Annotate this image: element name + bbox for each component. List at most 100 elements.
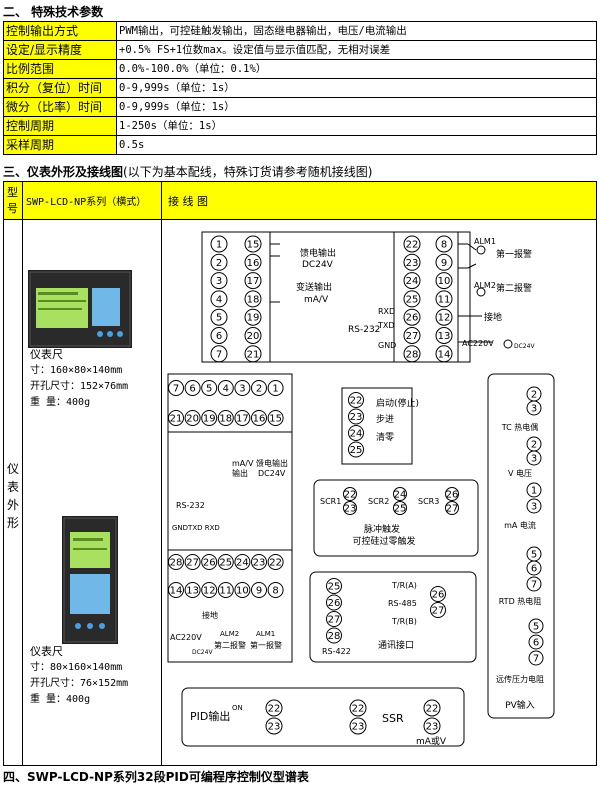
vertical-ground-label: 接地 (202, 610, 218, 620)
pulse-zero-label: 可控硅过零触发 (352, 535, 415, 547)
terminal-number: 7 (216, 349, 222, 360)
vertical-mav-label: mA/V (232, 459, 254, 468)
terminal-circle (234, 380, 251, 396)
alm2-label: ALM2 (474, 281, 496, 290)
terminal-circle (526, 560, 542, 576)
ssr-label: SSR (382, 712, 404, 725)
start-label: 启动(停止) (376, 397, 419, 409)
terminal-number: 6 (189, 384, 195, 395)
terminal-number: 24 (350, 429, 363, 440)
terminal-circle (184, 554, 201, 570)
terminal-number: 24 (406, 276, 419, 287)
terminal-circle (403, 253, 421, 271)
vertical-dc24-label: DC24V (192, 649, 213, 656)
terminal-number: 15 (247, 240, 260, 251)
terminal-circle (526, 498, 542, 514)
terminal-number: 22 (426, 704, 439, 715)
terminal-number: 22 (350, 396, 363, 407)
dim-label: 仪表尺 (30, 348, 63, 361)
alm2-text: 第二报警 (496, 282, 532, 294)
terminal-circle (348, 408, 364, 425)
wiring-label-group: 1234567151617181920212223242526272889101… (168, 235, 544, 747)
terminal-number: 1 (272, 384, 278, 395)
vertical-rear-outline (167, 373, 293, 663)
terminal-number: 7 (531, 580, 537, 591)
terminal-number: 8 (441, 240, 447, 251)
terminal-circle (528, 618, 544, 634)
header-series: SWP-LCD-NP系列（横式） (26, 197, 147, 208)
terminal-number: 2 (531, 440, 537, 451)
terminal-number: 3 (531, 502, 537, 513)
terminal-circle (244, 345, 262, 363)
side-label-char: 表 (7, 480, 20, 494)
terminal-circle (526, 450, 542, 466)
terminal-number: 5 (533, 622, 539, 633)
terminal-circle (244, 327, 262, 344)
terminal-circle (423, 717, 441, 735)
terminal-number: 4 (216, 294, 222, 305)
terminal-circle (348, 425, 364, 441)
terminal-circle (326, 627, 342, 644)
wiring-diagram: 1234567151617181920212223242526272889101… (167, 231, 555, 747)
terminal-number: 28 (406, 349, 419, 360)
device-vertical-image (62, 516, 118, 644)
terminal-circle (326, 578, 342, 594)
terminal-number: 21 (170, 414, 183, 425)
terminal-number: 15 (269, 414, 282, 425)
section-3-heading: 三、仪表外形及接线图 (3, 165, 124, 179)
terminal-circle (267, 582, 284, 598)
terminal-number: 22 (344, 490, 357, 501)
terminal-number: 23 (352, 722, 365, 733)
terminal-circle (251, 582, 267, 598)
terminal-circle (168, 410, 184, 426)
rs422-label: RS-422 (322, 647, 351, 656)
terminal-number: 6 (533, 638, 539, 649)
terminal-number: 17 (236, 414, 249, 425)
spec-value: 0-9,999s（单位：1s） (116, 78, 597, 98)
terminal-number: 23 (350, 412, 363, 423)
vertical-alm1-label: ALM1 (256, 630, 275, 638)
spec-value: +0.5% FS+1位数max。设定值与显示值匹配，无相对误差 (116, 40, 597, 60)
terminal-number: 27 (446, 504, 459, 515)
terminal-circle (526, 482, 542, 498)
terminal-circle (201, 582, 218, 598)
spec-key: 微分（比率）时间 (3, 97, 117, 117)
terminal-number: 25 (328, 582, 341, 593)
terminal-circle (251, 380, 267, 396)
txd-label: TXD (377, 321, 395, 330)
dim-size: 寸：160×80×140mm (30, 365, 123, 376)
terminal-circle (435, 327, 453, 344)
spec-value: 0.0%-100.0%（单位：0.1%） (116, 59, 597, 79)
pulse-label: 脉冲触发 (364, 523, 400, 535)
feed-output-label: 馈电输出 (300, 247, 336, 259)
terminal-circle (210, 235, 228, 253)
terminal-circle (234, 554, 251, 570)
ma-or-v-label: mA或V (416, 735, 447, 747)
terminal-circle (210, 272, 228, 290)
terminal-circle (435, 272, 453, 290)
terminal-circle (343, 501, 357, 515)
vertical-feed-label: 馈电输出 (256, 458, 288, 468)
terminal-number: 4 (223, 384, 229, 395)
terminal-circle (168, 380, 184, 396)
terminal-number: 6 (531, 564, 537, 575)
terminal-circle (349, 699, 367, 717)
section-3-note: (以下为基本配线，特殊订货请参考随机接线图) (123, 165, 373, 179)
terminal-number: 14 (170, 586, 183, 597)
ac220v-label: AC220V (462, 339, 494, 348)
side-label-char: 形 (7, 516, 20, 530)
alm1-text: 第一报警 (496, 248, 532, 260)
vertical-output-label: 输出 (232, 468, 248, 478)
spec-key: 控制输出方式 (3, 21, 117, 41)
spec-key: 积分（复位）时间 (3, 78, 117, 98)
v-input-label: V 电压 (508, 468, 532, 478)
header-model-1: 型 (7, 186, 18, 199)
terminal-number: 1 (531, 486, 537, 497)
terminal-circle (348, 441, 364, 458)
terminal-number: 8 (272, 586, 278, 597)
terminal-circle (210, 327, 228, 344)
transmit-output-label: 变送输出 (296, 281, 332, 293)
terminal-circle (265, 699, 283, 717)
